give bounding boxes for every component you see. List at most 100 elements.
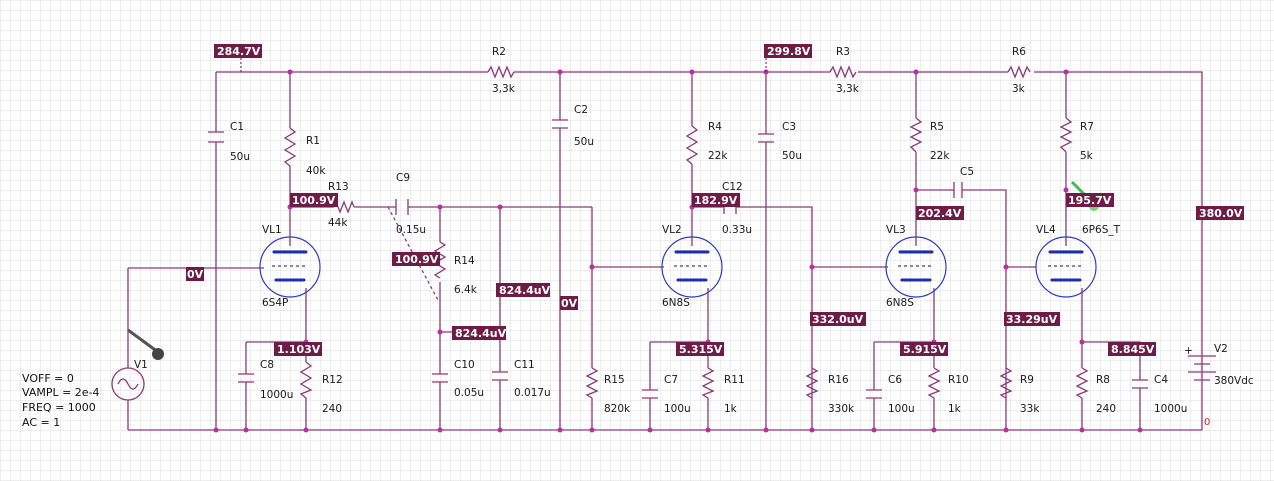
voltage-tag: 202.4V — [916, 206, 964, 220]
resistor-r5[interactable] — [909, 117, 923, 153]
svg-text:824.4uV: 824.4uV — [499, 284, 551, 297]
c11-value: 0.017u — [514, 387, 551, 399]
c6-name: C6 — [888, 374, 902, 386]
voltage-tag: 5.915V — [900, 342, 948, 356]
source-param-freq: FREQ = 1000 — [22, 401, 96, 414]
svg-text:299.8V: 299.8V — [767, 45, 811, 58]
capacitor-c6[interactable] — [866, 389, 882, 399]
voltage-tag: 332.0uV — [810, 312, 866, 326]
voltage-tag: 284.7V — [214, 44, 262, 58]
source-v1[interactable] — [111, 328, 164, 401]
r4-value: 22k — [708, 150, 728, 162]
resistor-r9[interactable] — [999, 367, 1013, 399]
c12-value: 0.33u — [722, 224, 752, 236]
resistor-r11[interactable] — [701, 367, 715, 399]
resistor-r12[interactable] — [299, 361, 313, 399]
capacitor-c3[interactable] — [758, 133, 774, 143]
vl1-name: VL1 — [262, 224, 282, 236]
source-v2[interactable]: + — [1184, 345, 1216, 430]
voltage-tag: 100.9V — [392, 252, 440, 266]
r4-name: R4 — [708, 121, 722, 133]
resistor-r15[interactable] — [585, 367, 599, 399]
r5-value: 22k — [930, 150, 950, 162]
svg-text:380.0V: 380.0V — [1199, 207, 1243, 220]
voltage-tag: 824.4uV — [496, 283, 551, 297]
svg-text:0V: 0V — [561, 297, 578, 310]
resistor-r10[interactable] — [927, 367, 941, 399]
r2-value: 3,3k — [492, 83, 516, 95]
svg-text:5.915V: 5.915V — [903, 343, 947, 356]
r15-name: R15 — [604, 374, 625, 386]
capacitor-c7[interactable] — [642, 389, 658, 399]
c12-name: C12 — [722, 181, 743, 193]
c11-name: C11 — [514, 359, 535, 371]
r2-name: R2 — [492, 46, 506, 58]
voltage-tag: 1.103V — [274, 342, 322, 356]
r11-value: 1k — [724, 403, 738, 415]
voltage-tag: 100.9V — [290, 193, 338, 207]
source-param-ac: AC = 1 — [22, 416, 60, 429]
r3-name: R3 — [836, 46, 850, 58]
resistor-r8[interactable] — [1075, 367, 1089, 399]
capacitor-c2[interactable] — [552, 119, 568, 129]
r6-value: 3k — [1012, 83, 1026, 95]
vl1-model: 6S4P — [262, 297, 288, 309]
v2-name: V2 — [1214, 343, 1228, 355]
tube-vl4[interactable] — [1035, 236, 1097, 298]
tube-vl3[interactable] — [885, 236, 947, 298]
r8-value: 240 — [1096, 403, 1116, 415]
c4-value: 1000u — [1154, 403, 1187, 415]
r5-name: R5 — [930, 121, 944, 133]
r11-name: R11 — [724, 374, 745, 386]
v2-value: 380Vdc — [1214, 375, 1254, 387]
capacitor-c1[interactable] — [208, 131, 224, 143]
capacitor-c11[interactable] — [492, 371, 508, 381]
capacitor-c4[interactable] — [1132, 379, 1148, 389]
vl2-name: VL2 — [662, 224, 682, 236]
tube-vl2[interactable] — [661, 236, 723, 298]
c10-name: C10 — [454, 359, 475, 371]
r9-name: R9 — [1020, 374, 1034, 386]
vl2-model: 6N8S — [662, 297, 690, 309]
svg-text:824.4uV: 824.4uV — [455, 327, 507, 340]
c1-name: C1 — [230, 121, 244, 133]
c3-value: 50u — [782, 150, 802, 162]
resistor-r7[interactable] — [1059, 117, 1073, 153]
c1-value: 50u — [230, 151, 250, 163]
svg-text:195.7V: 195.7V — [1068, 194, 1112, 207]
r10-value: 1k — [948, 403, 962, 415]
capacitor-c8[interactable] — [238, 373, 254, 383]
r12-name: R12 — [322, 374, 343, 386]
capacitor-c9[interactable] — [395, 199, 409, 215]
r10-name: R10 — [948, 374, 969, 386]
svg-text:+: + — [1184, 345, 1193, 357]
r9-value: 33k — [1020, 403, 1040, 415]
r3-value: 3,3k — [836, 83, 860, 95]
svg-text:100.9V: 100.9V — [292, 194, 336, 207]
r1-value: 40k — [306, 165, 326, 177]
source-param-vampl: VAMPL = 2e-4 — [22, 386, 100, 399]
voltage-tag: 380.0V — [1196, 206, 1244, 220]
vl4-name: VL4 — [1036, 224, 1056, 236]
c6-value: 100u — [888, 403, 915, 415]
resistor-r3[interactable] — [829, 65, 857, 79]
resistor-r16[interactable] — [805, 367, 819, 399]
tube-vl1[interactable] — [259, 236, 321, 298]
resistor-r2[interactable] — [487, 65, 515, 79]
r15-value: 820k — [604, 403, 631, 415]
svg-text:284.7V: 284.7V — [217, 45, 261, 58]
r7-value: 5k — [1080, 150, 1094, 162]
svg-text:5.315V: 5.315V — [679, 343, 723, 356]
resistor-r4[interactable] — [685, 125, 699, 165]
resistor-r6[interactable] — [1007, 65, 1031, 79]
resistor-r1[interactable] — [283, 127, 297, 167]
voltage-tag: 0V — [560, 296, 578, 310]
c2-value: 50u — [574, 136, 594, 148]
svg-text:332.0uV: 332.0uV — [812, 313, 864, 326]
c4-name: C4 — [1154, 374, 1168, 386]
capacitor-c10[interactable] — [432, 373, 448, 383]
capacitor-c5[interactable] — [953, 182, 963, 198]
r14-value: 6.4k — [454, 284, 478, 296]
vl4-model: 6P6S_T — [1082, 224, 1121, 236]
